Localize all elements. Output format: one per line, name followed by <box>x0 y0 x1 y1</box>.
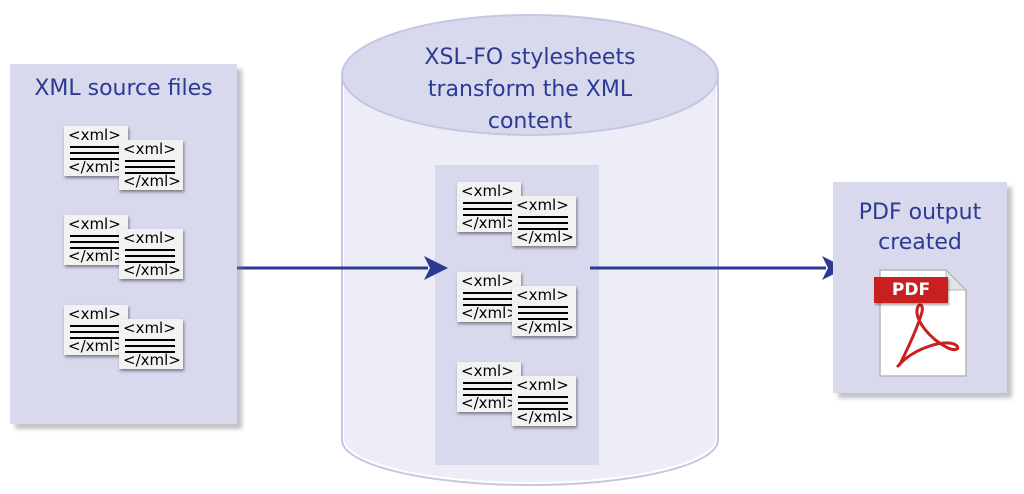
transform-title-line2: transform the XML <box>427 77 633 102</box>
xml-document-icon: <xml></xml> <box>457 182 521 232</box>
transform-title-line1: XSL-FO stylesheets <box>424 45 636 70</box>
output-title-line1: PDF output <box>858 200 982 225</box>
xml-document-icon: <xml></xml> <box>512 196 576 246</box>
xml-document-icon: <xml></xml> <box>512 376 576 426</box>
xml-document-icon: <xml></xml> <box>119 140 183 190</box>
xml-document-icon: <xml></xml> <box>64 305 128 355</box>
pdf-badge: PDF <box>874 277 948 303</box>
xml-document-icon: <xml></xml> <box>119 229 183 279</box>
xml-document-icon: <xml></xml> <box>64 126 128 176</box>
xml-document-icon: <xml></xml> <box>64 215 128 265</box>
pdf-file-icon: PDF <box>874 268 968 378</box>
arrow-source-to-transform <box>229 256 448 280</box>
source-title: XML source files <box>34 76 213 101</box>
xml-document-icon: <xml></xml> <box>512 286 576 336</box>
xml-document-icon: <xml></xml> <box>119 319 183 369</box>
pdf-badge-label: PDF <box>891 280 931 300</box>
xml-document-icon: <xml></xml> <box>457 272 521 322</box>
xml-document-icon: <xml></xml> <box>457 362 521 412</box>
transform-title-line3: content <box>487 109 573 134</box>
output-title-line2: created <box>878 230 962 255</box>
